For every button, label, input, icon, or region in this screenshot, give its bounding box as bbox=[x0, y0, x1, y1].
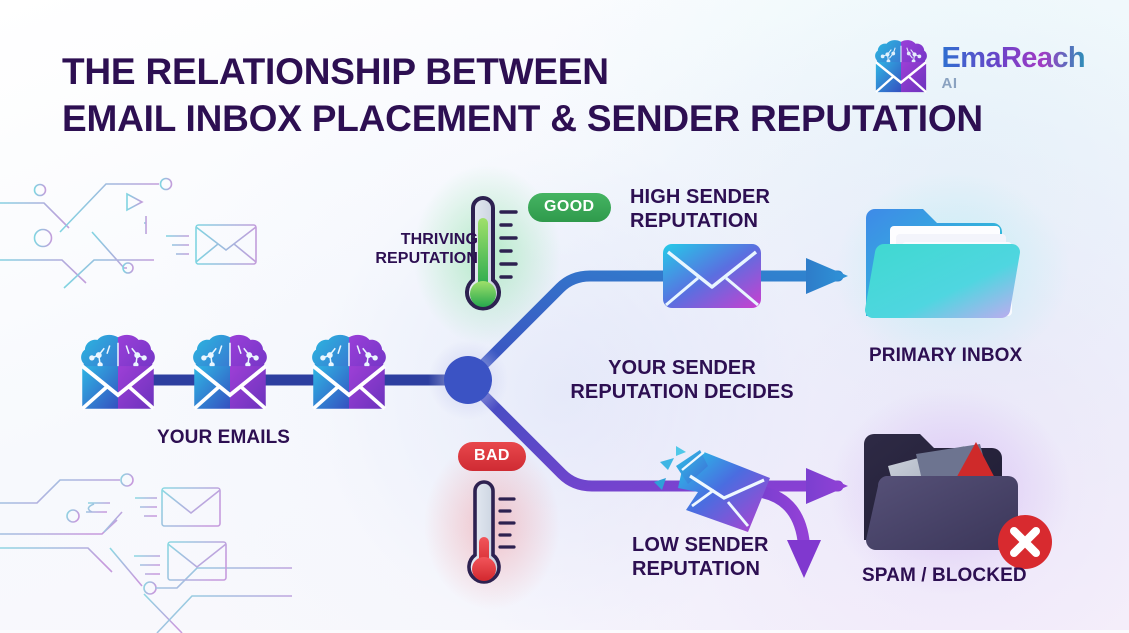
high-line-1: HIGH SENDER bbox=[630, 186, 771, 208]
decision-label: YOUR SENDER REPUTATION DECIDES bbox=[567, 357, 797, 404]
thriving-line-2: REPUTATION bbox=[375, 249, 478, 267]
title-line-1: THE RELATIONSHIP BETWEEN bbox=[62, 51, 609, 92]
low-sender-reputation-label: LOW SENDER REPUTATION bbox=[632, 534, 769, 581]
thriving-line-1: THRIVING bbox=[400, 231, 478, 248]
your-emails-label: YOUR EMAILS bbox=[157, 427, 291, 448]
decides-line-1: YOUR SENDER bbox=[608, 357, 756, 379]
low-line-1: LOW SENDER bbox=[632, 534, 769, 556]
bad-badge: BAD bbox=[458, 442, 526, 471]
thriving-reputation-label: THRIVING REPUTATION bbox=[358, 231, 478, 269]
spam-blocked-label: SPAM / BLOCKED bbox=[862, 565, 1027, 586]
low-line-2: REPUTATION bbox=[632, 557, 761, 580]
circuit-decoration-bottom-left bbox=[0, 473, 292, 633]
envelope-icon bbox=[663, 244, 761, 308]
email-icon-2[interactable] bbox=[186, 330, 274, 416]
thermometer-high-icon bbox=[465, 196, 518, 311]
email-icon-3[interactable] bbox=[305, 330, 393, 416]
email-icon-1[interactable] bbox=[74, 330, 162, 416]
good-badge: GOOD bbox=[528, 193, 611, 222]
high-line-2: REPUTATION bbox=[630, 209, 759, 232]
high-sender-reputation-label: HIGH SENDER REPUTATION bbox=[630, 186, 770, 233]
logo[interactable]: EmaReach AI bbox=[870, 38, 1086, 96]
page-title: THE RELATIONSHIP BETWEEN EMAIL INBOX PLA… bbox=[62, 48, 1092, 143]
circuit-decoration-top-left bbox=[0, 177, 257, 289]
brain-envelope-icon bbox=[874, 40, 927, 94]
spam-folder-icon[interactable] bbox=[858, 420, 1058, 570]
primary-inbox-label: PRIMARY INBOX bbox=[869, 345, 1023, 366]
logo-subtitle: AI bbox=[941, 74, 958, 92]
thermometer-low-icon bbox=[467, 480, 516, 584]
broken-envelope-icon bbox=[654, 446, 770, 532]
open-folder-icon[interactable] bbox=[862, 196, 1054, 346]
title-line-2: EMAIL INBOX PLACEMENT & SENDER REPUTATIO… bbox=[62, 98, 983, 140]
logo-wordmark: EmaReach bbox=[941, 41, 1086, 74]
decides-line-2: REPUTATION DECIDES bbox=[570, 380, 794, 403]
